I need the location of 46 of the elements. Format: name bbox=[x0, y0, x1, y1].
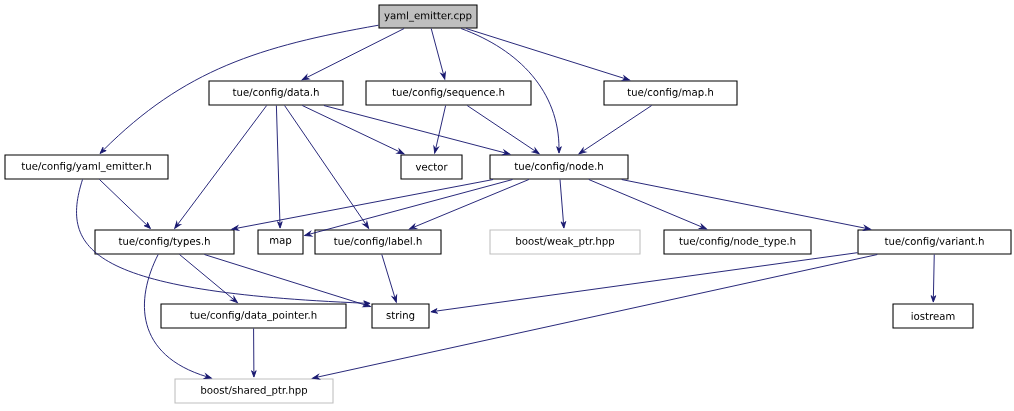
arrow bbox=[301, 105, 405, 155]
arrow bbox=[275, 105, 283, 229]
arrow bbox=[930, 254, 937, 303]
file-box: iostream bbox=[892, 303, 974, 329]
arrow bbox=[381, 254, 398, 303]
file-box: tue/config/data_pointer.h bbox=[160, 303, 347, 329]
arrow bbox=[559, 179, 567, 229]
file-box: tue/config/sequence.h bbox=[365, 80, 532, 106]
arrow bbox=[99, 179, 151, 229]
arrow bbox=[99, 24, 379, 154]
file-box: tue/config/map.h bbox=[603, 80, 738, 106]
arrow bbox=[304, 179, 513, 237]
file-box: tue/config/yaml_emitter.h bbox=[4, 154, 169, 180]
arrow bbox=[301, 28, 405, 81]
arrow bbox=[76, 179, 371, 306]
arrow bbox=[430, 252, 858, 314]
file-box: tue/config/data.h bbox=[208, 80, 344, 106]
arrow bbox=[578, 105, 653, 155]
arrow bbox=[284, 105, 370, 229]
arrow bbox=[179, 254, 238, 304]
arrow bbox=[588, 179, 707, 230]
arrow bbox=[144, 254, 212, 379]
file-box: boost/weak_ptr.hpp bbox=[489, 229, 641, 255]
arrow bbox=[465, 28, 630, 81]
file-box: yaml_emitter.cpp bbox=[378, 4, 478, 29]
arrow bbox=[466, 105, 540, 155]
arrow bbox=[433, 105, 447, 154]
arrow bbox=[204, 254, 371, 308]
arrow bbox=[409, 179, 530, 230]
file-box: boost/shared_ptr.hpp bbox=[174, 378, 334, 404]
file-box: tue/config/types.h bbox=[94, 229, 235, 255]
arrow bbox=[430, 28, 446, 80]
arrow bbox=[231, 179, 494, 231]
arrow bbox=[621, 179, 871, 231]
arrow bbox=[323, 105, 511, 156]
file-box: tue/config/label.h bbox=[314, 229, 442, 255]
file-box: tue/config/node.h bbox=[489, 154, 629, 180]
file-box: string bbox=[371, 303, 430, 329]
arrow bbox=[174, 105, 268, 229]
file-box: tue/config/node_type.h bbox=[663, 229, 812, 255]
file-box: map bbox=[257, 229, 304, 255]
arrow bbox=[312, 254, 878, 380]
file-box: tue/config/variant.h bbox=[857, 229, 1012, 255]
arrow bbox=[251, 328, 257, 378]
arrow bbox=[460, 28, 562, 154]
file-box: vector bbox=[400, 154, 463, 180]
